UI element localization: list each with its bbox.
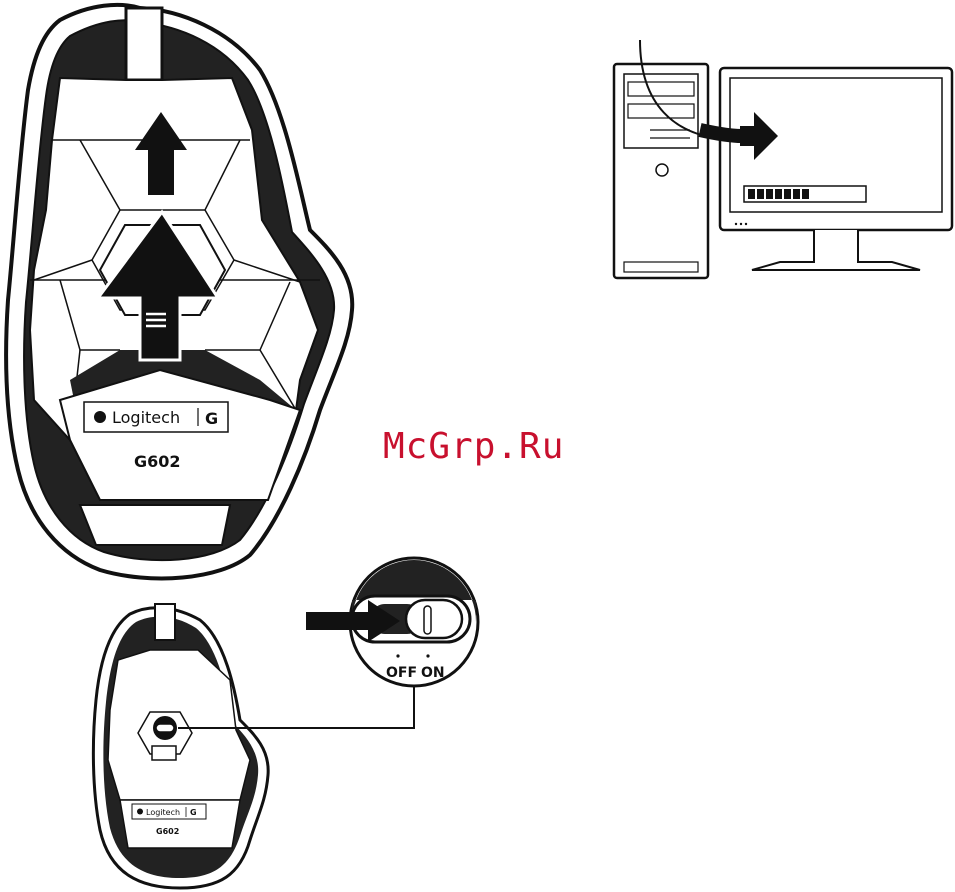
power-switch-callout: OFF ON <box>306 558 478 686</box>
power-button-icon <box>656 164 668 176</box>
computer-illustration <box>614 40 952 278</box>
watermark-text: McGrp.Ru <box>383 426 564 467</box>
small-g-mark: G <box>190 808 197 817</box>
install-progress-fill <box>748 189 809 199</box>
switch-on-label: ON <box>421 665 445 681</box>
large-model-text: G602 <box>134 452 181 471</box>
logitech-logo-icon <box>94 411 106 423</box>
small-brand-text: Logitech <box>146 808 180 817</box>
large-brand-text: Logitech <box>112 408 180 427</box>
power-switch-knob <box>406 600 462 638</box>
switch-off-label: OFF <box>386 665 417 681</box>
large-g-mark: G <box>205 409 218 428</box>
small-model-text: G602 <box>156 827 179 836</box>
small-mouse-underside: Logitech G G602 <box>93 604 268 888</box>
large-mouse-underside: Logitech G G602 <box>6 5 352 579</box>
